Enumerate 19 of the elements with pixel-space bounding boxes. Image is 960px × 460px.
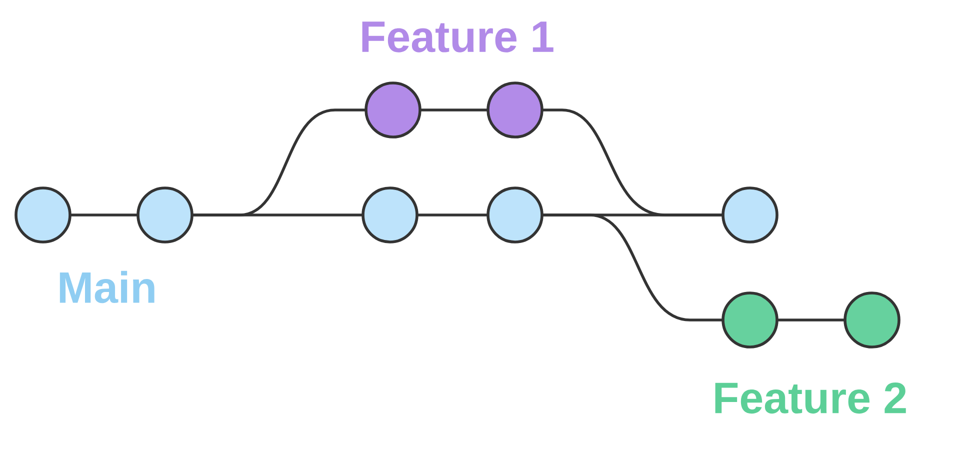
branch-label: Feature 2 (715, 382, 906, 414)
branch-line (70, 214, 138, 216)
branch-label: Main (60, 270, 154, 304)
branch-label: Feature 1 (362, 22, 554, 52)
commit-circle (722, 186, 778, 244)
branch-line (777, 318, 846, 322)
commit-circle (362, 186, 418, 244)
commit-circle (722, 292, 778, 348)
branch-line (542, 108, 724, 216)
commit-circle (486, 82, 544, 138)
branch-line (542, 214, 724, 322)
commit-circle (364, 82, 422, 138)
commit-circle (136, 186, 194, 244)
branch-line (417, 214, 488, 216)
commit-circle (486, 186, 544, 244)
commit-circle (844, 292, 900, 348)
branch-line (192, 108, 366, 216)
commit-circle (14, 186, 72, 244)
branch-line (420, 108, 488, 112)
